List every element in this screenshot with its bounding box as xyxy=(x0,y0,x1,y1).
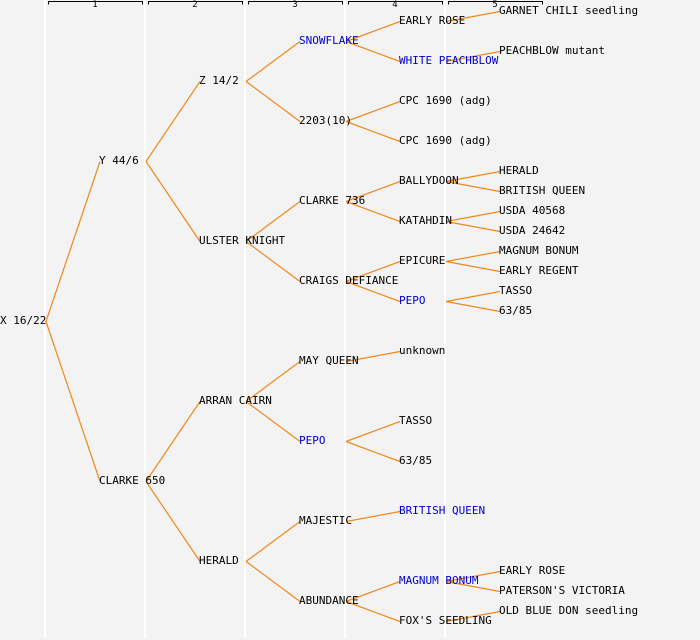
pedigree-link xyxy=(45,161,101,322)
pedigree-link xyxy=(145,81,201,162)
pedigree-link xyxy=(445,570,501,583)
pedigree-link xyxy=(345,580,401,603)
pedigree-node-gen-5[interactable]: FOX'S SEEDLING xyxy=(399,614,492,627)
generation-label: 3 xyxy=(292,0,298,10)
pedigree-link xyxy=(345,120,401,143)
pedigree-link xyxy=(345,280,401,303)
pedigree-node-gen-4[interactable]: ABUNDANCE xyxy=(299,594,359,607)
generation-ruler xyxy=(448,1,543,5)
pedigree-node-gen-6[interactable]: BRITISH QUEEN xyxy=(499,184,586,197)
pedigree-link xyxy=(345,600,401,623)
pedigree-link xyxy=(145,481,201,562)
pedigree-link xyxy=(445,610,501,623)
pedigree-link xyxy=(445,50,501,63)
pedigree-node-gen-3[interactable]: Z 14/2 xyxy=(199,74,239,87)
pedigree-link xyxy=(245,521,301,562)
pedigree-node-gen-6[interactable]: USDA 40568 xyxy=(499,204,566,217)
pedigree-link xyxy=(445,10,501,23)
pedigree-link xyxy=(345,420,401,443)
pedigree-node-gen-5[interactable]: CPC 1690 (adg) xyxy=(399,94,492,107)
generation-label: 2 xyxy=(192,0,198,10)
pedigree-node-gen-5[interactable]: EARLY ROSE xyxy=(399,14,466,27)
pedigree-node-gen-4[interactable]: PEPO xyxy=(299,434,326,447)
generation-ruler xyxy=(248,1,343,5)
pedigree-link xyxy=(345,260,401,283)
generation-label: 4 xyxy=(392,0,398,10)
pedigree-link xyxy=(445,180,501,193)
pedigree-link xyxy=(345,100,401,123)
pedigree-link xyxy=(445,300,501,313)
generation-ruler xyxy=(348,1,443,5)
generation-ruler xyxy=(148,1,243,5)
pedigree-node-gen-6[interactable]: OLD BLUE DON seedling xyxy=(499,604,639,617)
pedigree-node-gen-5[interactable]: KATAHDIN xyxy=(399,214,452,227)
pedigree-node-gen-5[interactable]: BALLYDOON xyxy=(399,174,459,187)
pedigree-node-gen-2[interactable]: CLARKE 650 xyxy=(99,474,166,487)
pedigree-link xyxy=(445,220,501,233)
pedigree-node-gen-6[interactable]: MAGNUM BONUM xyxy=(499,244,579,257)
pedigree-link xyxy=(445,260,501,273)
pedigree-link xyxy=(45,321,101,482)
generation-ruler xyxy=(48,1,143,5)
pedigree-link xyxy=(245,41,301,82)
pedigree-node-gen-6[interactable]: PATERSON'S VICTORIA xyxy=(499,584,625,597)
pedigree-node-gen-4[interactable]: CRAIGS DEFIANCE xyxy=(299,274,399,287)
pedigree-link xyxy=(445,250,501,263)
pedigree-node-gen-3[interactable]: ULSTER KNIGHT xyxy=(199,234,286,247)
pedigree-node-gen-5[interactable]: 63/85 xyxy=(399,454,433,467)
pedigree-link xyxy=(445,210,501,223)
pedigree-node-gen-6[interactable]: TASSO xyxy=(499,284,533,297)
pedigree-node-gen-5[interactable]: MAGNUM BONUM xyxy=(399,574,479,587)
pedigree-node-gen-5[interactable]: PEPO xyxy=(399,294,426,307)
pedigree-node-gen-5[interactable]: EPICURE xyxy=(399,254,446,267)
pedigree-node-gen-4[interactable]: MAY QUEEN xyxy=(299,354,359,367)
pedigree-node-gen-6[interactable]: PEACHBLOW mutant xyxy=(499,44,605,57)
pedigree-node-gen-5[interactable]: CPC 1690 (adg) xyxy=(399,134,492,147)
pedigree-node-gen-6[interactable]: EARLY REGENT xyxy=(499,264,579,277)
pedigree-link xyxy=(345,20,401,43)
pedigree-link xyxy=(245,241,301,282)
pedigree-link xyxy=(345,40,401,63)
generation-label: 5 xyxy=(492,0,498,10)
pedigree-node-gen-5[interactable]: unknown xyxy=(399,344,446,357)
pedigree-link xyxy=(245,201,301,242)
pedigree-link xyxy=(245,361,301,402)
pedigree-link xyxy=(345,180,401,203)
pedigree-node-gen-4[interactable]: SNOWFLAKE xyxy=(299,34,359,47)
pedigree-node-gen-6[interactable]: HERALD xyxy=(499,164,539,177)
pedigree-node-gen-4[interactable]: MAJESTIC xyxy=(299,514,352,527)
pedigree-link xyxy=(445,170,501,183)
pedigree-node-gen-5[interactable]: TASSO xyxy=(399,414,433,427)
pedigree-link xyxy=(445,290,501,303)
pedigree-link xyxy=(245,81,301,122)
pedigree-node-gen-6[interactable]: EARLY ROSE xyxy=(499,564,566,577)
pedigree-link xyxy=(245,561,301,602)
pedigree-node-gen-4[interactable]: 2203(10) xyxy=(299,114,352,127)
pedigree-link xyxy=(245,401,301,442)
generation-label: 1 xyxy=(92,0,98,10)
pedigree-link xyxy=(145,401,201,482)
pedigree-node-gen-6[interactable]: USDA 24642 xyxy=(499,224,566,237)
pedigree-node-gen-3[interactable]: ARRAN CAIRN xyxy=(199,394,272,407)
pedigree-link xyxy=(345,510,401,523)
pedigree-node-gen-3[interactable]: HERALD xyxy=(199,554,239,567)
pedigree-node-gen-4[interactable]: CLARKE 736 xyxy=(299,194,366,207)
pedigree-link xyxy=(345,200,401,223)
pedigree-node-gen-5[interactable]: WHITE PEACHBLOW xyxy=(399,54,499,67)
pedigree-node-gen-1[interactable]: X 16/22 xyxy=(0,314,47,327)
pedigree-node-gen-5[interactable]: BRITISH QUEEN xyxy=(399,504,486,517)
pedigree-link xyxy=(345,350,401,363)
pedigree-link xyxy=(445,580,501,593)
pedigree-node-gen-2[interactable]: Y 44/6 xyxy=(99,154,139,167)
pedigree-node-gen-6[interactable]: GARNET CHILI seedling xyxy=(499,4,639,17)
pedigree-node-gen-6[interactable]: 63/85 xyxy=(499,304,533,317)
pedigree-link xyxy=(345,440,401,463)
pedigree-link xyxy=(145,161,201,242)
